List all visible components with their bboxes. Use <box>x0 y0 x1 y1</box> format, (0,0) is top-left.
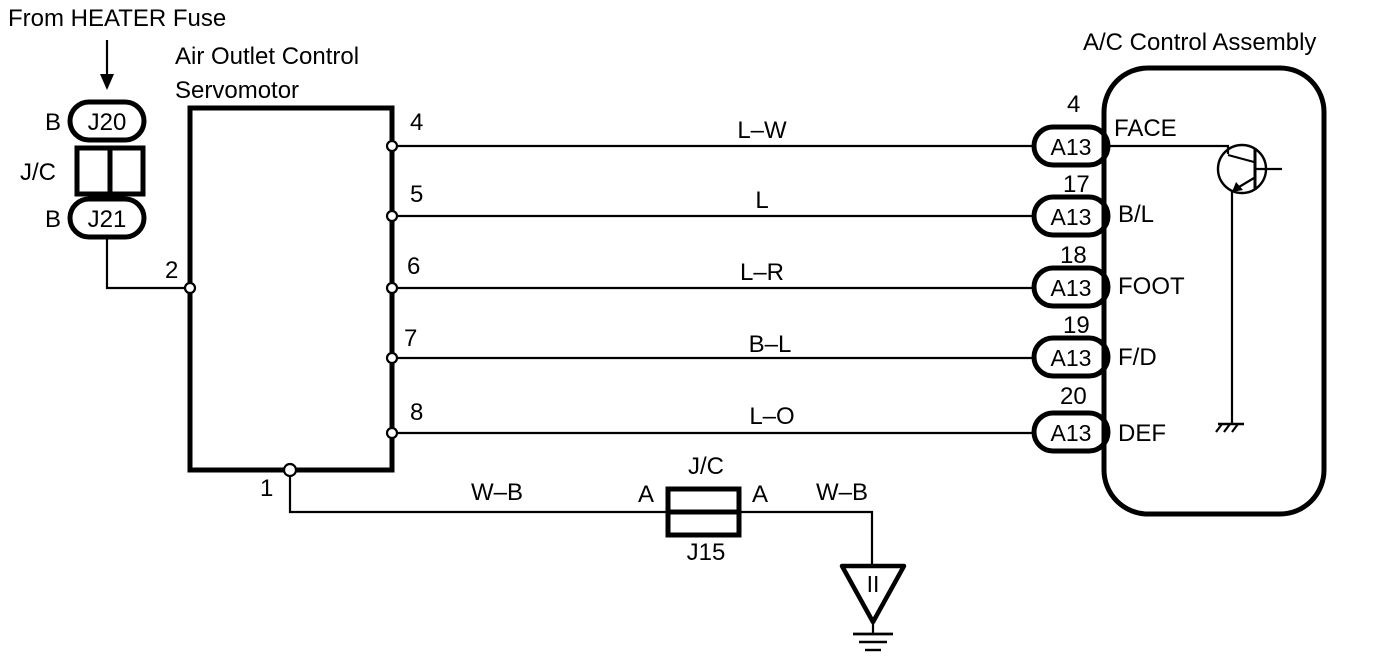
ac-pin-foot: 18 <box>1060 242 1087 269</box>
wire-color-3: L–R <box>740 259 784 286</box>
servo-pin-2-label: 2 <box>165 257 178 284</box>
junction-block-label: J/C <box>20 159 56 186</box>
ground-wire-right <box>739 510 874 566</box>
junction-j15-id: J15 <box>687 539 726 566</box>
servo-pin-7 <box>385 351 399 365</box>
ground-point-icon <box>839 563 907 625</box>
servo-pin-4-label: 4 <box>410 109 423 136</box>
power-wire <box>105 237 190 290</box>
ground-wire-left <box>288 476 668 514</box>
servo-pin-6-label: 6 <box>407 253 420 280</box>
connector-j20-id: J20 <box>88 109 127 136</box>
ground-point-label: II <box>867 571 880 597</box>
ac-control-box <box>1101 65 1327 517</box>
connector-j20-pin: B <box>45 109 61 136</box>
source-label: From HEATER Fuse <box>8 5 226 32</box>
servo-pin-1-label: 1 <box>260 475 273 502</box>
connector-j20 <box>67 99 147 143</box>
junction-j15-pin-right: A <box>752 481 768 508</box>
servo-pin-7-label: 7 <box>404 325 417 352</box>
wire-color-5: L–O <box>749 403 794 430</box>
ground-wire-left-color: W–B <box>471 479 523 506</box>
wire-color-2: L <box>755 187 768 214</box>
internal-face-wire <box>1108 144 1230 154</box>
servo-pin-5 <box>385 209 399 223</box>
ac-connector-def-id: A13 <box>1051 420 1092 446</box>
servo-pin-1 <box>282 462 298 478</box>
ac-connector-bl <box>1031 194 1111 238</box>
servo-pin-5-label: 5 <box>410 181 423 208</box>
servo-pin-2 <box>183 281 197 295</box>
junction-j15-label: J/C <box>688 453 724 480</box>
ac-connector-bl-id: A13 <box>1051 204 1092 230</box>
ground-wire-right-color: W–B <box>816 479 868 506</box>
ac-connector-def <box>1031 410 1111 454</box>
servomotor-box <box>187 105 395 473</box>
ac-terminal-bl: B/L <box>1118 201 1154 228</box>
wire-color-1: L–W <box>737 117 787 144</box>
ac-pin-face: 4 <box>1067 91 1080 118</box>
wire-color-4: B–L <box>749 331 792 358</box>
ac-connector-foot-id: A13 <box>1051 275 1092 301</box>
connector-j21-id: J21 <box>88 206 127 233</box>
arrow-down-icon <box>100 74 114 90</box>
ac-control-title: A/C Control Assembly <box>1083 29 1316 56</box>
ac-connector-fd <box>1031 335 1111 379</box>
servomotor-title-2: Servomotor <box>175 77 299 104</box>
ac-connector-foot <box>1031 265 1111 309</box>
ac-terminal-face: FACE <box>1114 115 1177 142</box>
servo-pin-6 <box>385 281 399 295</box>
junction-j15-pin-left: A <box>638 481 654 508</box>
ac-connector-face-id: A13 <box>1051 134 1092 160</box>
ac-pin-def: 20 <box>1060 383 1087 410</box>
servo-pin-8 <box>385 426 399 440</box>
servo-pin-4 <box>385 139 399 153</box>
ac-connector-fd-id: A13 <box>1051 345 1092 371</box>
ac-terminal-foot: FOOT <box>1118 273 1185 300</box>
ac-pin-fd: 19 <box>1063 312 1090 339</box>
ac-terminal-def: DEF <box>1118 420 1166 447</box>
servomotor-title-1: Air Outlet Control <box>175 43 359 70</box>
ac-terminal-fd: F/D <box>1118 344 1157 371</box>
connector-j21-pin: B <box>45 206 61 233</box>
ac-pin-bl: 17 <box>1063 171 1090 198</box>
servo-pin-8-label: 8 <box>410 399 423 426</box>
